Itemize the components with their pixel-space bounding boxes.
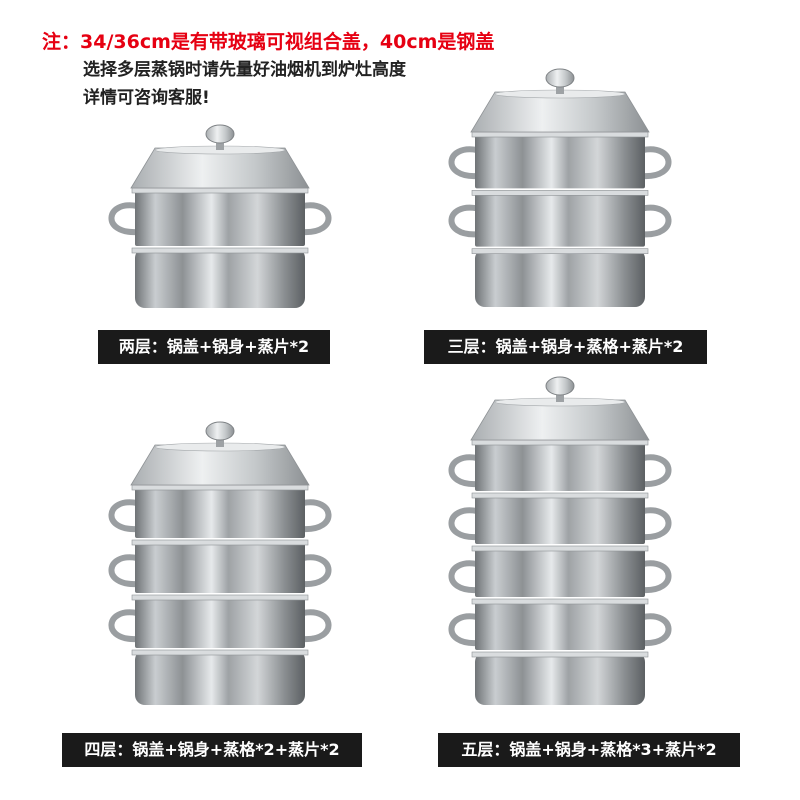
two-tier-steamer-image [108,124,332,308]
note-warning: 注：34/36cm是有带玻璃可视组合盖，40cm是钢盖 [42,31,495,53]
note-block: 注：34/36cm是有带玻璃可视组合盖，40cm是钢盖 选择多层蒸锅时请先量好油… [42,28,762,112]
two-tier-label: 两层：锅盖+锅身+蒸片*2 [98,330,330,364]
three-tier-steamer-image [448,68,672,307]
four-tier-steamer-image [108,421,332,705]
five-tier-steamer-image [448,376,672,705]
three-tier-label: 三层：锅盖+锅身+蒸格+蒸片*2 [424,330,707,364]
five-tier-label: 五层：锅盖+锅身+蒸格*3+蒸片*2 [438,733,740,767]
four-tier-label: 四层：锅盖+锅身+蒸格*2+蒸片*2 [62,733,362,767]
note-height-tip: 选择多层蒸锅时请先量好油烟机到炉灶高度 [83,60,406,80]
note-contact: 详情可咨询客服! [83,88,210,108]
